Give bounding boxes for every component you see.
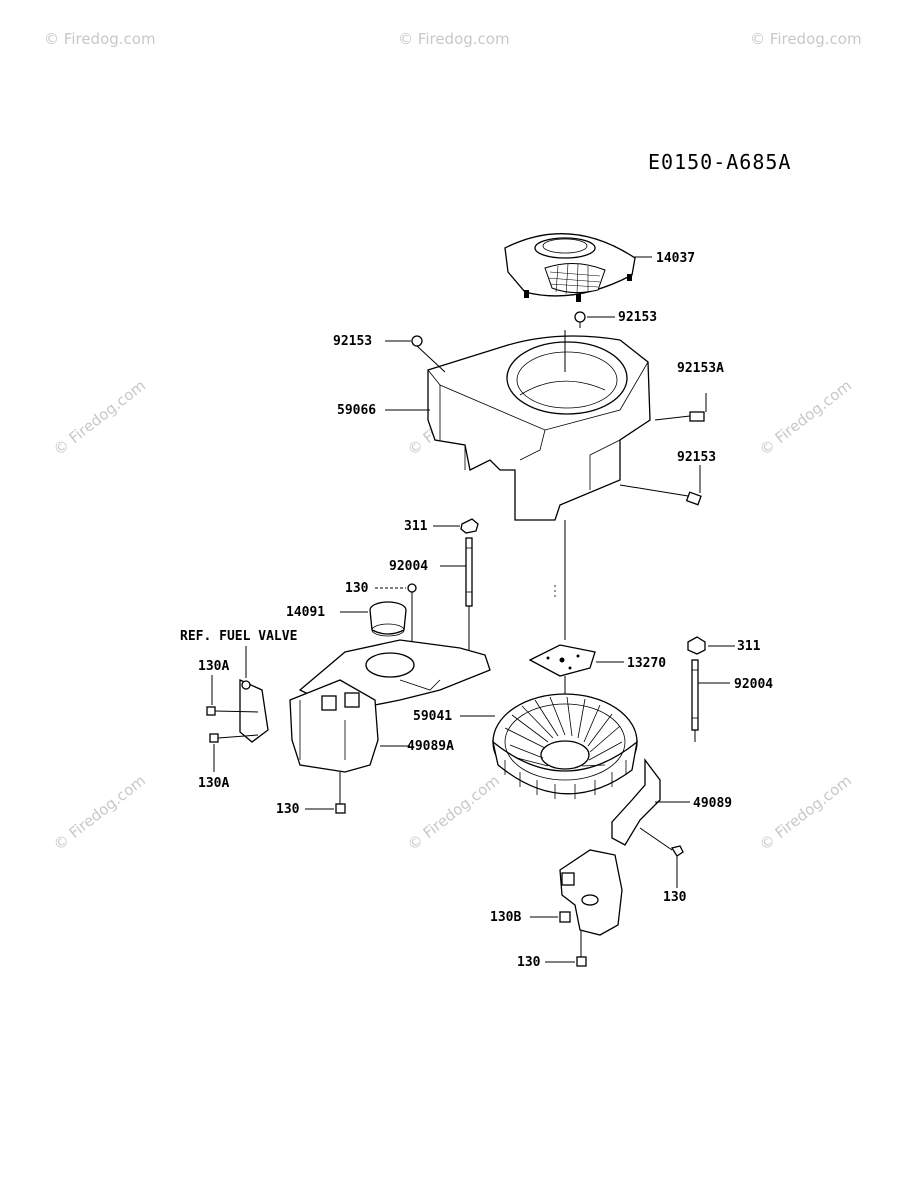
part-14037-screen — [504, 233, 636, 302]
bolt-130A-top — [206, 706, 259, 716]
callout-130-left: 130 — [276, 802, 300, 817]
callout-92004-left: 92004 — [389, 559, 428, 574]
stud-92004-right — [691, 659, 699, 731]
callout-92153-left: 92153 — [333, 334, 372, 349]
nut-311-right — [687, 636, 706, 655]
part-59041-flywheel — [491, 693, 638, 799]
callout-59066: 59066 — [337, 403, 376, 418]
callout-130-stud: 130 — [345, 581, 369, 596]
bolt-130-left — [335, 772, 346, 814]
nut-311-left — [460, 518, 479, 534]
bolt-130B — [559, 911, 571, 923]
part-49089A-baffle — [289, 639, 491, 773]
bolt-92153A — [654, 411, 705, 422]
stud-92004-left — [465, 537, 473, 607]
callout-13270: 13270 — [627, 656, 666, 671]
callout-130A-top: 130A — [198, 659, 229, 674]
fuel-valve-bracket — [239, 678, 269, 743]
callout-14037: 14037 — [656, 251, 695, 266]
callout-130-right: 130 — [663, 890, 687, 905]
callout-14091: 14091 — [286, 605, 325, 620]
watermark-top-center: © Firedog.com — [398, 30, 510, 48]
bolt-130-bottom — [576, 930, 587, 967]
bolt-92153-left — [411, 335, 446, 373]
part-59066-blower-housing — [427, 335, 651, 521]
part-49089-baffle — [559, 758, 661, 936]
callout-130-bottom: 130 — [517, 955, 541, 970]
callout-311-right: 311 — [737, 639, 761, 654]
bolt-130-right — [639, 827, 684, 857]
diagram-code: E0150-A685A — [648, 150, 792, 174]
callout-92153-right: 92153 — [677, 450, 716, 465]
callout-59041: 59041 — [413, 709, 452, 724]
ref-fuel-valve-note: REF. FUEL VALVE — [180, 629, 297, 644]
bolt-92153-top — [574, 311, 586, 328]
part-14091-grommet — [369, 601, 407, 637]
callout-92153-top: 92153 — [618, 310, 657, 325]
bolt-130A-bottom — [209, 733, 259, 743]
callout-130B: 130B — [490, 910, 521, 925]
bolt-92153-right — [619, 484, 702, 506]
callout-130A-bottom: 130A — [198, 776, 229, 791]
callout-92153A: 92153A — [677, 361, 724, 376]
part-13270-plate — [528, 644, 596, 677]
watermark-top-right: © Firedog.com — [750, 30, 862, 48]
callout-49089A: 49089A — [407, 739, 454, 754]
callout-49089: 49089 — [693, 796, 732, 811]
watermark-top-left: © Firedog.com — [44, 30, 156, 48]
callout-92004-right: 92004 — [734, 677, 773, 692]
callout-311-left: 311 — [404, 519, 428, 534]
